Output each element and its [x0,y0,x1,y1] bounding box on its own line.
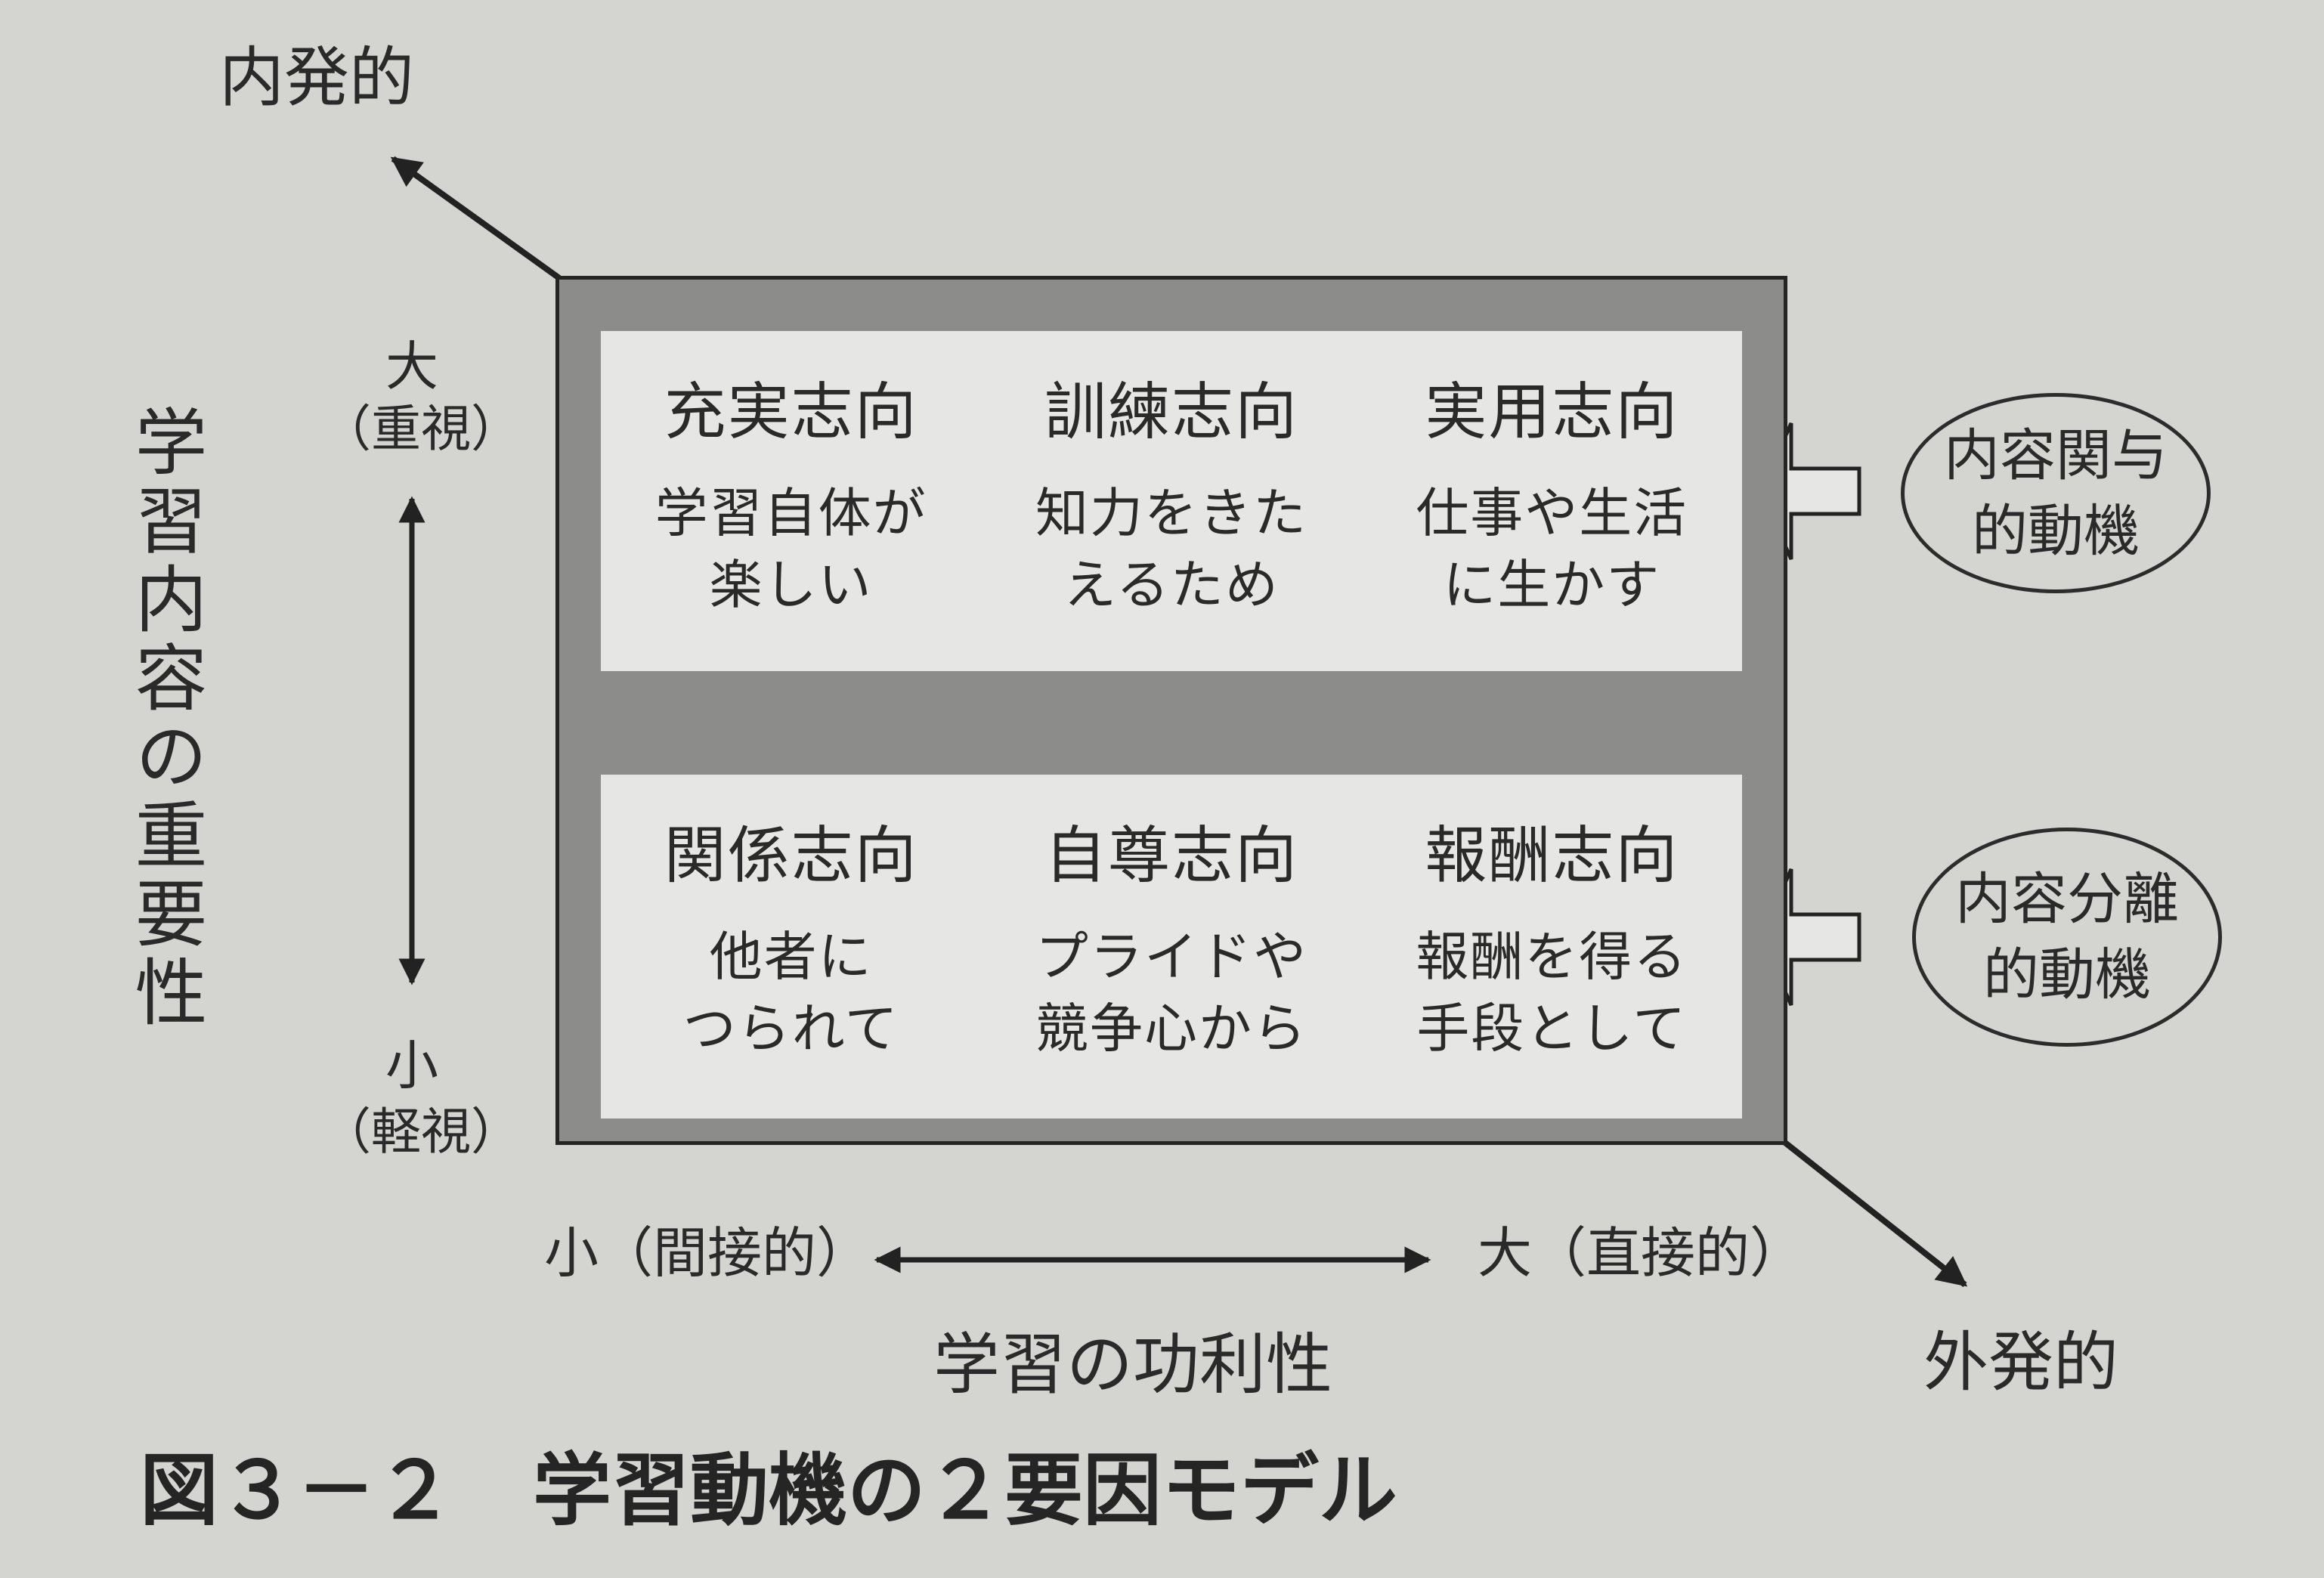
desc-line: 手段として [1416,998,1688,1060]
orientation-desc: 他者に つられて [601,921,981,1065]
motive-line: 的動機 [1972,498,2140,564]
figure-caption: 図３－２ 学習動機の２要因モデル [140,1444,1398,1536]
motive-ellipse-involved: 内容関与 的動機 [1901,393,2211,593]
desc-line: 報酬を得る [1416,926,1688,988]
orientation-cell: 訓練志向 知力をきた えるため [981,331,1361,671]
desc-line: 他者に [709,926,873,988]
orientation-desc: 報酬を得る 手段として [1362,921,1742,1065]
orientation-desc: 学習自体が 楽しい [601,478,981,621]
vertical-bottom-label: 小 [385,1035,438,1097]
extrinsic-label: 外発的 [1923,1325,2118,1400]
orientation-desc: 仕事や生活 に生かす [1362,478,1742,621]
intrinsic-arrow [390,156,562,281]
desc-line: 仕事や生活 [1416,482,1688,544]
orientation-desc: プライドや 競争心から [981,921,1361,1065]
motive-text: 内容関与 的動機 [1944,418,2168,569]
orientation-title: 報酬志向 [1425,820,1679,892]
vertical-axis-title: 学習内容の重要性 [122,404,207,1033]
motive-ellipse-separated: 内容分離 的動機 [1912,828,2222,1047]
vertical-bottom-note: （軽視） [321,1103,521,1161]
orientation-cell: 実用志向 仕事や生活 に生かす [1362,331,1742,671]
vertical-top-note: （重視） [321,400,521,458]
orientation-cell: 充実志向 学習自体が 楽しい [601,331,981,671]
orientation-desc: 知力をきた えるため [981,478,1361,621]
orientation-title: 関係志向 [664,820,918,892]
content-separated-panel: 関係志向 他者に つられて 自尊志向 プライドや 競争心から 報酬志向 報酬を得… [601,775,1742,1119]
horizontal-axis-title: 学習の功利性 [933,1326,1333,1403]
orientation-cell: 関係志向 他者に つられて [601,775,981,1119]
desc-line: に生かす [1443,554,1661,616]
motive-line: 内容関与 [1944,422,2168,488]
intrinsic-label: 内発的 [219,40,414,116]
horizontal-left-label: 小（間接的） [544,1221,871,1285]
desc-line: つられて [682,998,899,1060]
desc-line: プライドや [1035,926,1307,988]
desc-line: 知力をきた [1035,482,1307,544]
motive-text: 内容分離 的動機 [1955,862,2179,1013]
motive-line: 内容分離 [1955,867,2179,932]
orientation-title: 充実志向 [664,376,918,448]
orientation-title: 実用志向 [1425,376,1679,448]
orientation-title: 自尊志向 [1044,820,1298,892]
horizontal-right-label: 大（直接的） [1478,1221,1805,1285]
desc-line: 楽しい [709,554,873,616]
desc-line: えるため [1063,554,1280,616]
content-involved-panel: 充実志向 学習自体が 楽しい 訓練志向 知力をきた えるため 実用志向 仕事や生… [601,331,1742,671]
extrinsic-arrow [1783,1140,1968,1288]
motive-line: 的動機 [1983,942,2151,1007]
vertical-top-label: 大 [385,336,438,398]
orientation-frame: 充実志向 学習自体が 楽しい 訓練志向 知力をきた えるため 実用志向 仕事や生… [555,276,1787,1145]
desc-line: 学習自体が [654,482,927,544]
orientation-cell: 自尊志向 プライドや 競争心から [981,775,1361,1119]
orientation-title: 訓練志向 [1044,376,1298,448]
orientation-cell: 報酬志向 報酬を得る 手段として [1362,775,1742,1119]
desc-line: 競争心から [1035,998,1307,1060]
